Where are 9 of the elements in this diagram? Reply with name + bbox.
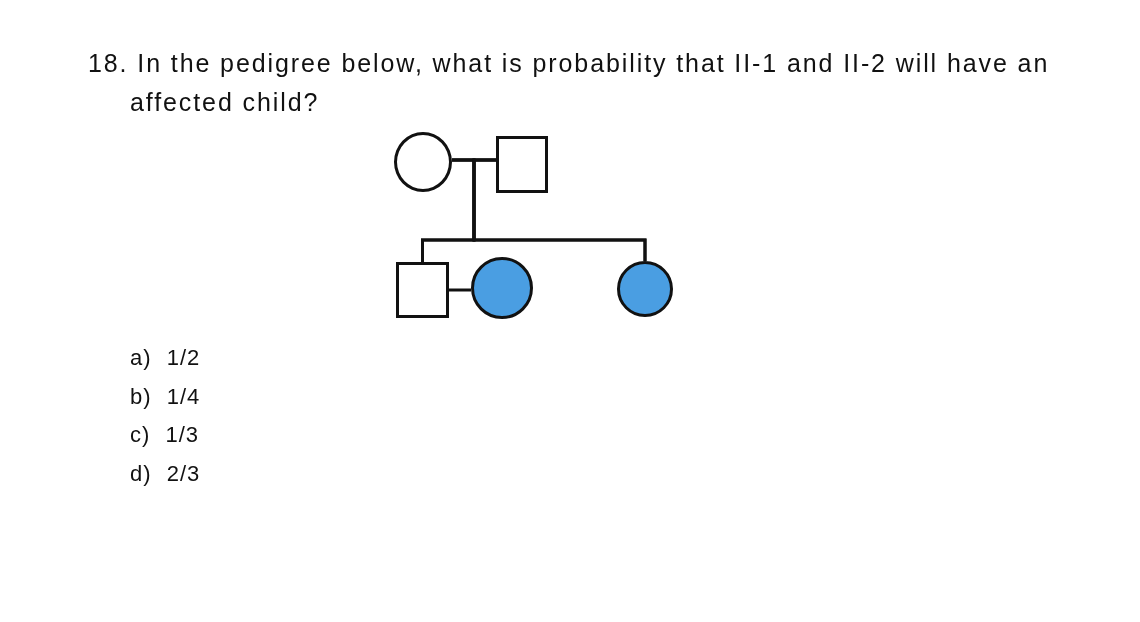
- answer-option: a) 1/2: [130, 345, 201, 371]
- question-text: 18. In the pedigree below, what is probability that II-1 and II-2 will have an affected child?: [88, 48, 1051, 118]
- answer-option: c) 1/3: [130, 422, 200, 448]
- male-square: [496, 136, 548, 193]
- mating-line: [449, 288, 471, 292]
- affected-female-circle: [617, 261, 673, 317]
- answer-option: d) 2/3: [130, 460, 201, 487]
- male-square: [396, 262, 449, 318]
- answer-option: b) 1/4: [130, 383, 201, 410]
